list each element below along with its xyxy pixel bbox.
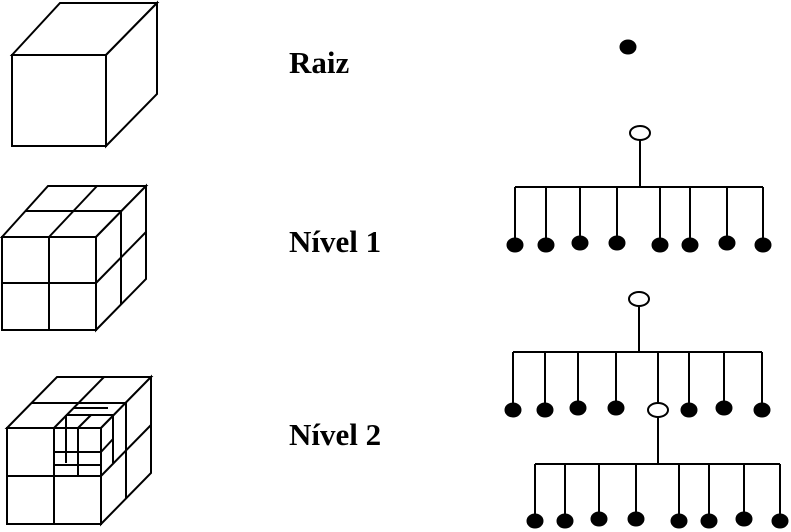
tree-level-2 xyxy=(504,291,789,529)
tree-l2-grandchild-leaf xyxy=(526,513,544,529)
tree-l1-leaf xyxy=(537,237,555,253)
tree-l2-grandchild-leaf xyxy=(556,513,574,529)
tree-l2-leaf xyxy=(504,402,522,418)
level-label-2: Nível 2 xyxy=(289,417,381,452)
tree-l1-leaf xyxy=(651,237,669,253)
tree-l2-grandchild-leaf xyxy=(590,511,608,527)
tree-level-1 xyxy=(506,125,772,253)
tree-l2-leaf xyxy=(715,400,733,416)
root-node xyxy=(619,39,637,55)
tree-l2-root-node xyxy=(628,291,650,307)
tree-l1-children xyxy=(506,187,772,253)
tree-l2-grandchild-leaf xyxy=(627,511,645,527)
tree-l2-leaf xyxy=(569,400,587,416)
tree-root xyxy=(619,39,637,55)
tree-l1-leaf xyxy=(754,237,772,253)
tree-l2-children xyxy=(504,352,771,418)
level-label-1: Nível 1 xyxy=(289,224,381,259)
tree-l1-leaf xyxy=(506,237,524,253)
tree-l2-grandchild-leaf xyxy=(735,511,753,527)
tree-l1-leaf xyxy=(681,237,699,253)
cube-level-1 xyxy=(0,183,149,333)
tree-l2-expanded-node xyxy=(647,402,669,418)
tree-l1-leaf xyxy=(718,235,736,251)
level-label-root: Raiz xyxy=(289,45,350,80)
tree-l2-grandchild-leaf xyxy=(700,513,718,529)
tree-l2-leaf xyxy=(607,400,625,416)
cube-root-front xyxy=(11,54,107,147)
tree-l2-leaf xyxy=(753,402,771,418)
tree-l1-leaf xyxy=(571,235,589,251)
tree-l1-root-node xyxy=(629,125,651,141)
cube-root xyxy=(9,0,160,149)
tree-l2-grandchild-leaf xyxy=(771,513,789,529)
tree-l2-grandchildren xyxy=(526,464,789,529)
tree-l2-leaf xyxy=(536,402,554,418)
tree-l1-leaf xyxy=(608,235,626,251)
tree-l2-grandchild-leaf xyxy=(670,513,688,529)
tree-l2-leaf xyxy=(680,402,698,418)
cube-level-2 xyxy=(4,374,154,527)
